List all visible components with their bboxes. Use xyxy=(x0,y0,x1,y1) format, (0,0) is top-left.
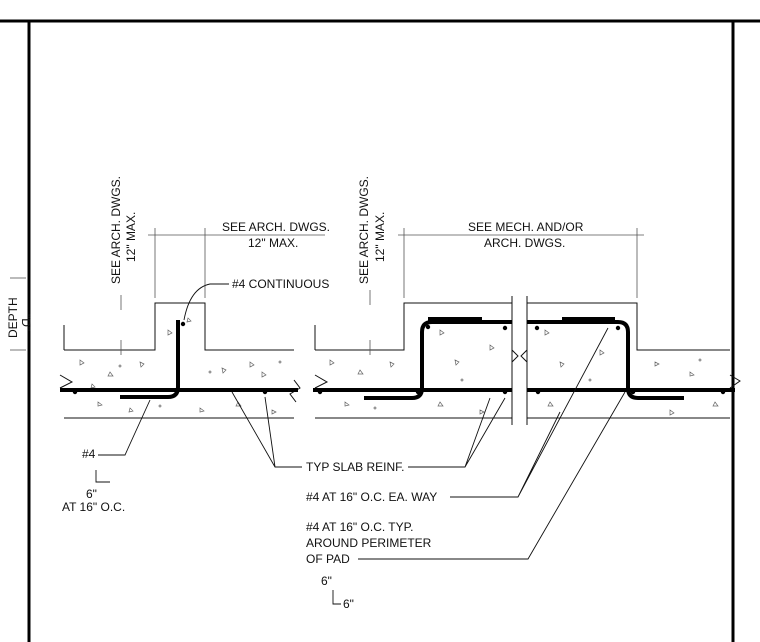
right-pad-outline-a xyxy=(314,302,512,419)
right-pad-section: SEE ARCH. DWGS. 12" MAX. SEE MECH. AND/O… xyxy=(313,176,741,425)
hook-dim-label-2: 6" xyxy=(343,597,354,611)
left-top-note-1: SEE ARCH. DWGS. xyxy=(222,220,330,234)
callouts: TYP SLAB REINF. #4 AT 16" O.C. EA. WAY #… xyxy=(231,327,626,611)
right-pad-bar-right xyxy=(527,320,684,400)
typ-slab-label: TYP SLAB REINF. xyxy=(306,460,404,474)
left-vertical-note-1: SEE ARCH. DWGS. xyxy=(109,176,123,284)
dowel-hook-dim-label: 6" xyxy=(86,487,97,501)
dowel-hook-dim xyxy=(95,470,110,483)
typ-slab-leader-right xyxy=(408,397,506,468)
left-slab-bar-dot-2 xyxy=(262,389,268,395)
left-slab-bar-dot-1 xyxy=(72,389,78,395)
left-top-note-2: 12" MAX. xyxy=(248,236,298,250)
perimeter-label-1: #4 AT 16" O.C. TYP. xyxy=(306,520,413,534)
perimeter-label-2: AROUND PERIMETER xyxy=(306,536,432,550)
right-pad-bar-left xyxy=(364,320,512,400)
dowel-bar-label: #4 xyxy=(82,447,96,461)
right-vertical-note-1: SEE ARCH. DWGS. xyxy=(357,176,371,284)
left-vertical-note-2: 12" MAX. xyxy=(124,212,138,262)
continuous-bar-label: #4 CONTINUOUS xyxy=(232,277,329,291)
depth-dimension: DEPTH "D" xyxy=(6,277,33,351)
right-top-note-1: SEE MECH. AND/OR xyxy=(468,220,584,234)
hook-dim-label-1: 6" xyxy=(321,574,332,588)
right-pad-outline-b xyxy=(527,302,730,419)
left-slab-outline xyxy=(63,302,294,419)
continuous-bar-leader xyxy=(183,283,229,321)
perimeter-label-3: OF PAD xyxy=(306,552,350,566)
ea-way-leader xyxy=(450,327,609,498)
right-vertical-note-2: 12" MAX. xyxy=(373,212,387,262)
depth-sub-label: "D" xyxy=(19,314,33,331)
ea-way-label: #4 AT 16" O.C. EA. WAY xyxy=(306,490,437,504)
hook-dim-mark xyxy=(332,590,341,605)
left-concrete-hatch xyxy=(79,317,282,415)
left-curb-dowel xyxy=(120,320,180,399)
left-curb-section: SEE ARCH. DWGS. 12" MAX. SEE ARCH. DWGS.… xyxy=(59,176,330,514)
typ-slab-leader-left xyxy=(231,391,302,468)
dowel-bar-leader xyxy=(98,399,151,456)
dowel-spacing-label: AT 16" O.C. xyxy=(62,500,125,514)
left-end-break xyxy=(59,374,74,389)
perimeter-leader xyxy=(358,391,626,560)
left-continuous-bar-dot xyxy=(180,321,186,327)
depth-label: DEPTH xyxy=(6,297,20,338)
right-top-note-2: ARCH. DWGS. xyxy=(484,236,565,250)
right-concrete-hatch xyxy=(329,317,719,416)
